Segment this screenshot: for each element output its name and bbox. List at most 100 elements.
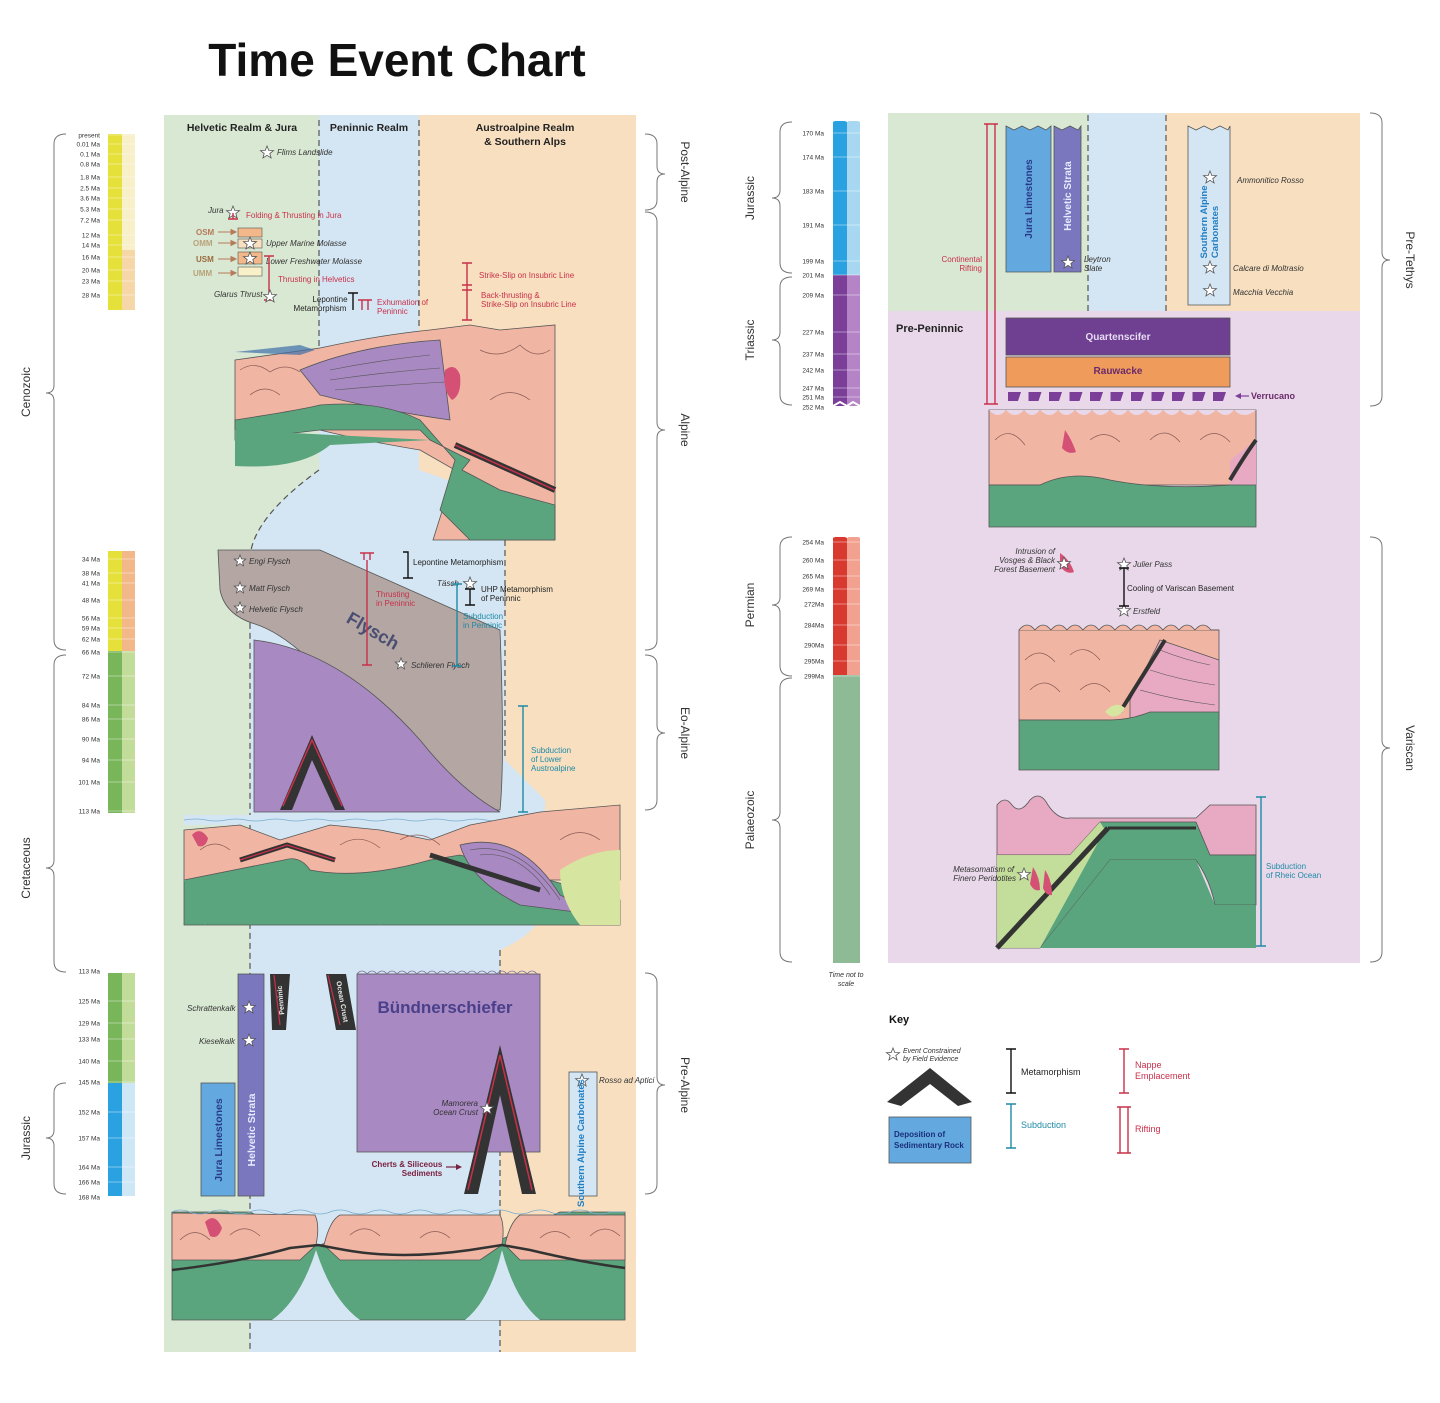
- label-rauwacke: Rauwacke: [1094, 366, 1143, 377]
- label-folding-jura: Folding & Thrusting in Jura: [246, 211, 342, 220]
- subduction-marker-penninic: [452, 583, 462, 667]
- age-label: 209 Ma: [802, 293, 824, 300]
- verrucano-block: [1049, 392, 1062, 401]
- label-penninic-tag: Penninic: [277, 985, 287, 1015]
- label-helvetic-strata: Helvetic Strata: [246, 1093, 258, 1166]
- label-mamorera-2: Ocean Crust: [433, 1108, 479, 1117]
- label-thrusting-peninnic-2: in Peninnic: [376, 599, 415, 608]
- age-label: 242 Ma: [802, 368, 824, 375]
- age-label: 247 Ma: [802, 386, 824, 393]
- label-time-not-to-scale: Time not to: [829, 972, 864, 979]
- age-label: 0.8 Ma: [80, 162, 100, 169]
- label-carbonates-right: Carbonates: [1210, 206, 1221, 258]
- label-osm: OSM: [196, 228, 215, 237]
- label-subduction-rheic: Subduction: [1266, 862, 1306, 871]
- age-label: 5.3 Ma: [80, 207, 100, 214]
- star-schrattenkalk: [241, 999, 257, 1014]
- key-deposition-box: [888, 1116, 972, 1164]
- label-intrusion: Intrusion of: [1015, 547, 1055, 556]
- right-age-bar-bottom: [832, 531, 861, 963]
- age-label: 145 Ma: [78, 1080, 100, 1087]
- star-macchia: [1202, 282, 1218, 297]
- verrucano-block: [1213, 392, 1226, 401]
- label-jura-limestones: Jura Limestones: [213, 1098, 225, 1182]
- field-evidence-star: [233, 553, 247, 567]
- metamorphism-marker-lepontine: [348, 292, 358, 310]
- label-rosso: Rosso ad Aptici: [599, 1076, 655, 1085]
- verrucano-block: [1151, 392, 1165, 401]
- label-macchia: Macchia Vecchia: [1233, 288, 1294, 297]
- age-label: 41 Ma: [82, 581, 100, 588]
- age-label: 191 Ma: [802, 223, 824, 230]
- label-cooling: Cooling of Variscan Basement: [1127, 584, 1235, 593]
- molasse-arrows: [218, 228, 238, 277]
- label-leytron-2: Slate: [1084, 264, 1103, 273]
- age-label: 38 Ma: [82, 571, 100, 578]
- age-label: 254 Ma: [802, 540, 824, 547]
- label-thrusting-helvetics: Thrusting in Helvetics: [278, 275, 354, 284]
- age-label: 94 Ma: [82, 758, 100, 765]
- era-cenozoic: Cenozoic: [19, 367, 33, 417]
- page-title: Time Event Chart: [208, 34, 585, 86]
- age-label: 34 Ma: [82, 557, 100, 564]
- age-label: 174 Ma: [802, 155, 824, 162]
- key-deposition-2: Sedimentary Rock: [894, 1141, 964, 1150]
- label-cherts-2: Sediments: [402, 1169, 443, 1178]
- label-bundnerschiefer: Bündnerschiefer: [377, 998, 512, 1017]
- label-intrusion-2: Vosges & Black: [999, 556, 1056, 565]
- cherts-arrow-head: [456, 1164, 462, 1170]
- age-label: 86 Ma: [82, 717, 100, 724]
- key-field-evidence-2: by Field Evidence: [903, 1056, 958, 1063]
- age-label: 252 Ma: [802, 405, 824, 412]
- label-strike-slip: Strike-Slip on Insubric Line: [479, 271, 575, 280]
- phase-variscan: Variscan: [1403, 725, 1417, 771]
- label-omm: OMM: [193, 239, 213, 248]
- label-lepontine-meta: Metamorphism: [294, 304, 347, 313]
- age-label: 90 Ma: [82, 737, 100, 744]
- star-intrusion: [1056, 555, 1072, 570]
- right-era-brackets: [771, 121, 793, 963]
- era-jurassic-right: Jurassic: [743, 176, 757, 220]
- cross-section-permian: [1018, 624, 1220, 771]
- cross-section-pre-alpine: [171, 1209, 626, 1321]
- label-subduction-rheic-2: of Rheic Ocean: [1266, 871, 1321, 880]
- metamorphism-marker-lepontine-mid: [403, 551, 413, 579]
- left-age-bar-top: [108, 134, 135, 310]
- label-intrusion-3: Forest Basement: [994, 565, 1056, 574]
- age-label: 14 Ma: [82, 243, 100, 250]
- left-age-bar-mid: [108, 551, 135, 813]
- label-exhumation-peninnic: Peninnic: [377, 307, 408, 316]
- flysch-stars: [233, 553, 408, 670]
- label-engi-flysch: Engi Flysch: [249, 557, 291, 566]
- right-strata: [1005, 124, 1231, 306]
- metamorphism-marker-cooling: [1119, 567, 1129, 607]
- star-rosso: [574, 1072, 590, 1087]
- age-label: 284Ma: [804, 623, 824, 630]
- age-label: 28 Ma: [82, 293, 100, 300]
- label-kieselkalk: Kieselkalk: [199, 1037, 236, 1046]
- label-calcare: Calcare di Moltrasio: [1233, 264, 1304, 273]
- age-label: 20 Ma: [82, 268, 100, 275]
- key-ocean-crust-icon: [887, 1068, 972, 1106]
- age-label: 170 Ma: [802, 131, 824, 138]
- nappe-marker-exhumation: [358, 299, 372, 310]
- age-label: 125 Ma: [78, 999, 100, 1006]
- subduction-marker-rheic: [1256, 796, 1266, 947]
- era-triassic: Triassic: [743, 320, 757, 361]
- label-tasch: Täsch: [437, 579, 459, 588]
- verrucano-arrow-head: [1235, 393, 1241, 399]
- label-jura: Jura: [207, 206, 224, 215]
- age-label: 113 Ma: [79, 969, 101, 976]
- rifting-marker-continental: [984, 123, 998, 405]
- realm-penninic: Peninnic Realm: [330, 122, 408, 134]
- label-continental-rifting-2: Rifting: [959, 264, 982, 273]
- right-phase-brackets: [1369, 112, 1391, 963]
- label-usm: USM: [196, 255, 214, 264]
- key-title: Key: [889, 1014, 910, 1026]
- label-metasomatism: Metasomatism of: [953, 865, 1015, 874]
- label-metasomatism-2: Finero Peridotites: [953, 874, 1016, 883]
- verrucano-block: [1069, 392, 1083, 401]
- age-label: 2.5 Ma: [80, 186, 100, 193]
- verrucano-block: [1110, 392, 1124, 401]
